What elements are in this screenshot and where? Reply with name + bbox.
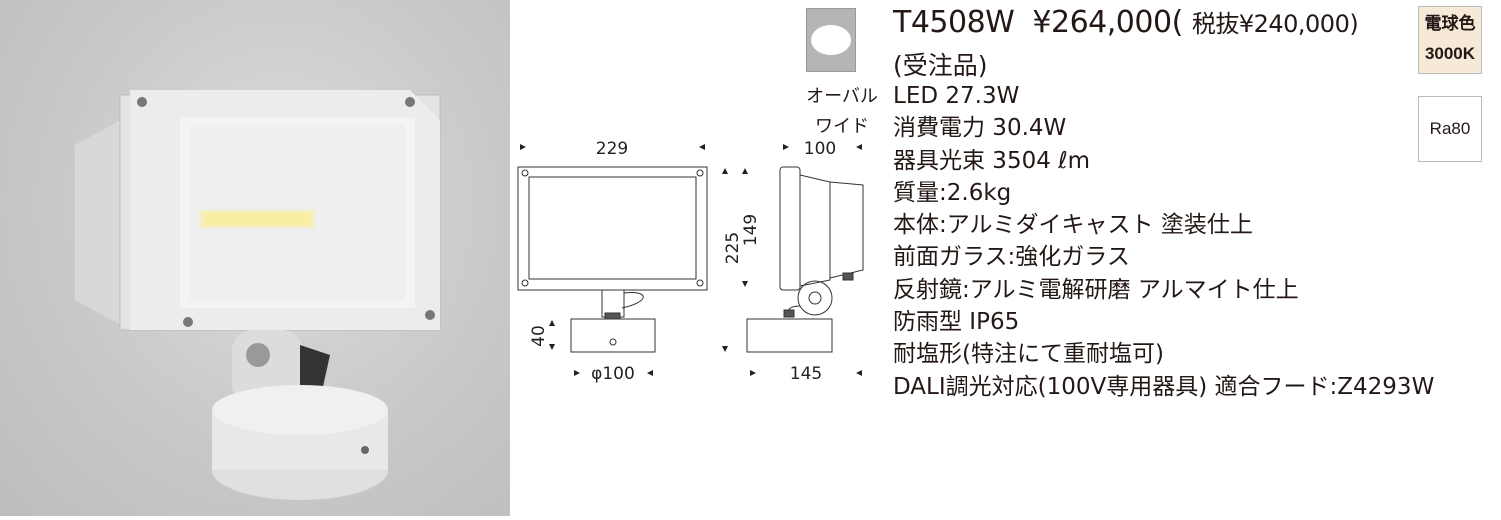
distribution-width: ワイド	[815, 116, 869, 137]
front-base	[570, 318, 656, 353]
spec-item: 防雨型 IP65	[893, 309, 1020, 336]
spec-item: LED 27.3W	[893, 83, 1020, 109]
spec-item: 前面ガラス:強化ガラス	[893, 244, 1130, 271]
order-note: (受注品)	[893, 51, 988, 80]
cri-badge: Ra80	[1418, 96, 1482, 162]
dim-total-height: 225	[723, 232, 743, 264]
spec-item: DALI調光対応(100V専用器具) 適合フード:Z4293W	[893, 373, 1435, 400]
dim-base-diameter: φ100	[591, 364, 635, 384]
product-title: T4508W ¥264,000( 税抜¥240,000)	[893, 4, 1359, 40]
spec-item: 消費電力 30.4W	[893, 115, 1067, 142]
floodlight-image	[75, 90, 441, 500]
color-temperature-badge: 電球色 3000K	[1418, 6, 1482, 74]
color-temp: 3000K	[1424, 44, 1476, 63]
distribution-label: オーバル ワイド	[802, 82, 882, 142]
dim-head-height: 149	[741, 214, 761, 246]
side-frame	[779, 166, 801, 291]
dimension-drawing: 229 100 225 149 40 φ100 145	[517, 139, 864, 384]
product-photo	[0, 0, 510, 516]
dim-base-height: 40	[529, 325, 549, 347]
dim-side-width: 145	[790, 364, 822, 384]
spec-item: 反射鏡:アルミ電解研磨 アルマイト仕上	[893, 276, 1299, 303]
screw-icons	[521, 169, 704, 287]
distribution-type: オーバル	[806, 86, 878, 107]
spec-item: 質量:2.6kg	[893, 179, 1012, 206]
spec-item: 器具光束 3504 ℓm	[893, 147, 1091, 174]
spec-list: LED 27.3W 消費電力 30.4W 器具光束 3504 ℓm 質量:2.6…	[893, 80, 1434, 403]
model-number: T4508W	[893, 5, 1015, 40]
dim-side-depth: 100	[804, 139, 836, 159]
oval-distribution-icon	[806, 8, 856, 72]
spec-item: 耐塩形(特注にて重耐塩可)	[893, 341, 1164, 368]
dimension-arrows	[520, 144, 862, 376]
price: ¥264,000(	[1032, 5, 1183, 40]
color-name: 電球色	[1424, 14, 1476, 33]
side-base	[746, 318, 833, 353]
spec-item: 本体:アルミダイキャスト 塗装仕上	[893, 212, 1253, 239]
dim-front-width: 229	[596, 139, 628, 159]
price-ex-tax: 税抜¥240,000)	[1191, 10, 1359, 38]
